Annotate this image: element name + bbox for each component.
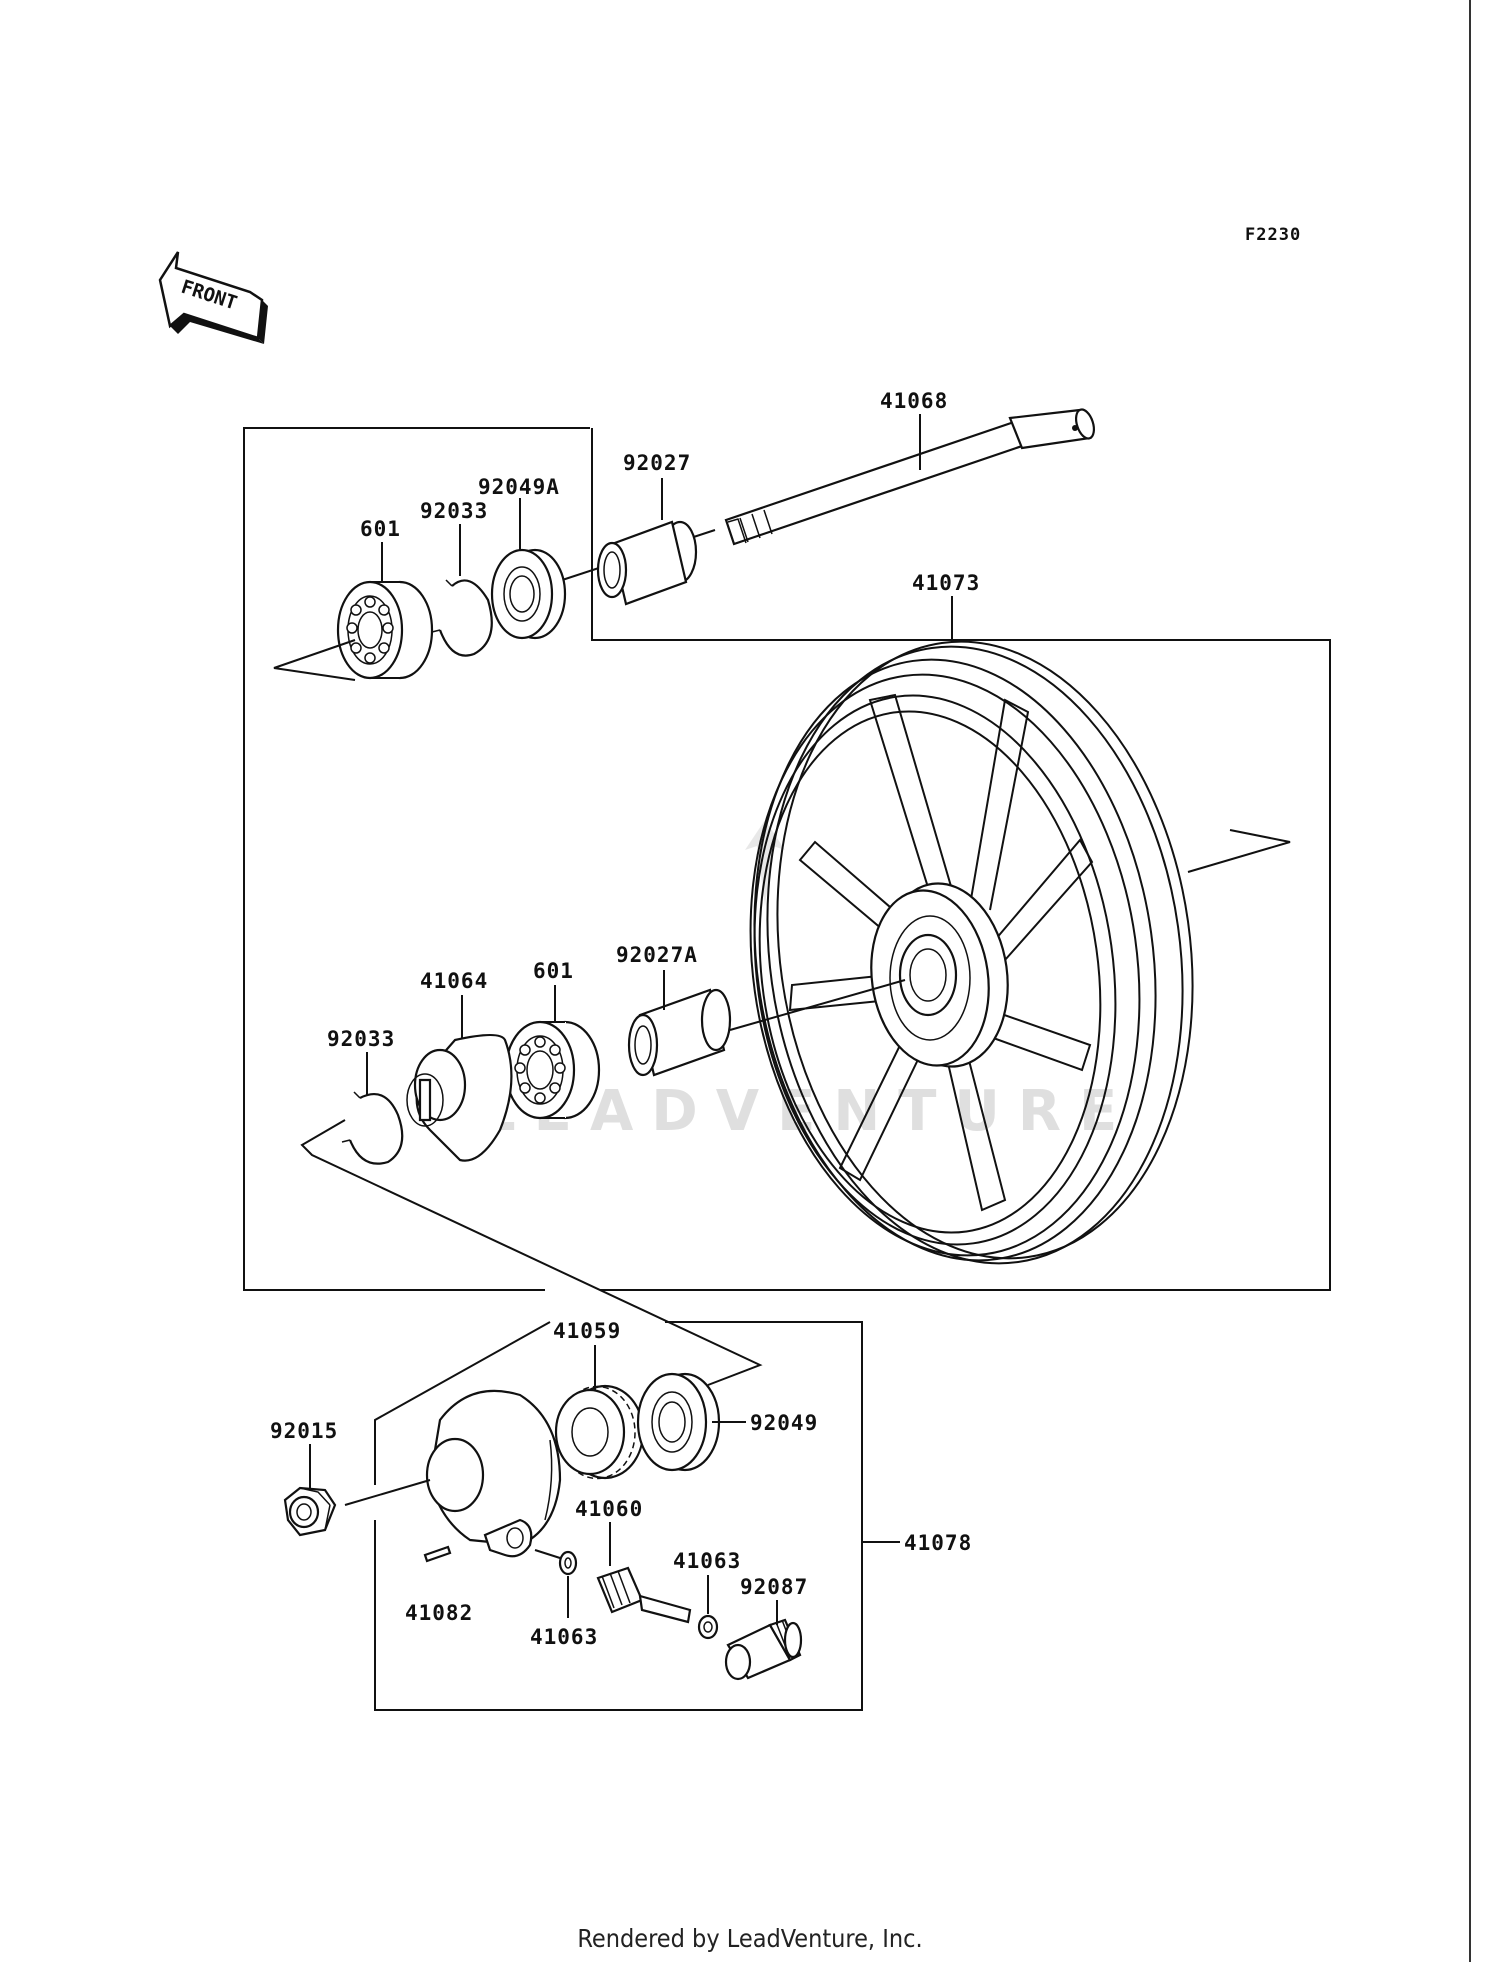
label-nut-92015: 92015 xyxy=(270,1419,338,1443)
footer-credit: Rendered by LeadVenture, Inc. xyxy=(577,1924,923,1953)
diagram-code: F2230 xyxy=(1245,225,1301,245)
bushing-92087-part xyxy=(724,1618,803,1681)
circlip-92033-lower-part xyxy=(341,1091,404,1165)
label-collar-92027A: 92027A xyxy=(616,943,698,967)
gearbox-41078-part xyxy=(425,1389,562,1558)
gearbox-axis-line xyxy=(344,1479,431,1506)
front-arrow-icon: FRONT xyxy=(158,251,268,344)
axle-centerline-right xyxy=(1187,829,1291,873)
pinion-41060-part xyxy=(596,1566,692,1624)
label-seal-92049: 92049 xyxy=(750,1411,818,1435)
label-gear-41059: 41059 xyxy=(553,1319,621,1343)
gearbox-centerline xyxy=(300,1119,763,1386)
washer-41063-right-part xyxy=(697,1614,719,1640)
gearbox-assembly-box xyxy=(374,1321,900,1711)
label-circlip-92033-lower: 92033 xyxy=(327,1027,395,1051)
label-circlip-92033-top: 92033 xyxy=(420,499,488,523)
label-bearing-601-top: 601 xyxy=(360,517,401,541)
cover-41064-part xyxy=(406,1033,513,1162)
label-bearing-601-lower: 601 xyxy=(533,959,574,983)
label-pinion-41060: 41060 xyxy=(575,1497,643,1521)
label-washer-41063-left: 41063 xyxy=(530,1625,598,1649)
label-collar-92027: 92027 xyxy=(623,451,691,475)
circlip-92033-top-part xyxy=(431,579,493,657)
label-seal-92049A: 92049A xyxy=(478,475,560,499)
label-wheel: 41073 xyxy=(912,571,980,595)
axle-centerline-mid xyxy=(729,979,906,1031)
label-cover-41064: 41064 xyxy=(420,969,488,993)
nut-92015-part xyxy=(283,1486,337,1537)
collar-92027A-part xyxy=(627,988,732,1077)
pin-41082-part xyxy=(423,1545,452,1563)
label-axle: 41068 xyxy=(880,389,948,413)
wheel-assembly-box xyxy=(243,427,1331,1291)
collar-92027-part xyxy=(596,520,698,606)
bearing-601-top-part xyxy=(336,580,434,680)
label-washer-41063-right: 41063 xyxy=(673,1549,741,1573)
label-bushing-92087: 92087 xyxy=(740,1575,808,1599)
wheel-part xyxy=(749,640,1194,1265)
label-gearbox-41078: 41078 xyxy=(904,1531,972,1555)
gear-41059-part xyxy=(554,1384,645,1480)
seal-92049-part xyxy=(636,1372,721,1472)
label-pin-41082: 41082 xyxy=(405,1601,473,1625)
bearing-601-lower-part xyxy=(504,1020,601,1120)
washer-41063-left-part xyxy=(534,1549,578,1576)
seal-92049A-part xyxy=(490,548,567,640)
axle-centerline-left xyxy=(273,639,356,681)
